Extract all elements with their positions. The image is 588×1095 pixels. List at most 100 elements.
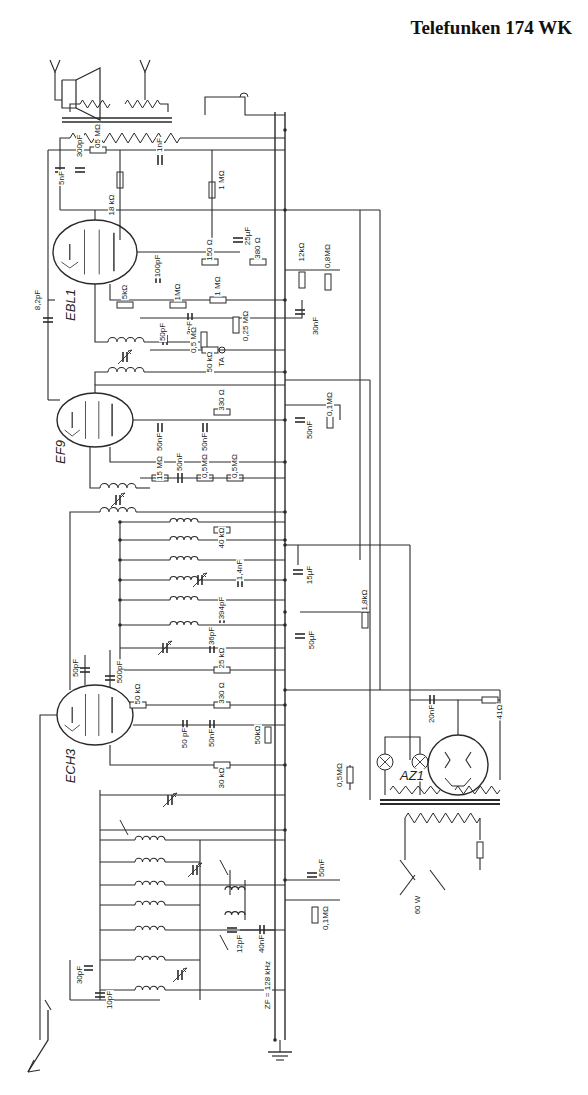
wire (144, 371, 285, 372)
wire (192, 865, 194, 875)
coil-symbol (225, 912, 245, 915)
resistor-symbol (170, 302, 186, 308)
wire (272, 1055, 288, 1056)
coil-symbol (135, 901, 165, 905)
component-value: 1,8kΩ (361, 588, 369, 611)
component-value: 50nF (156, 432, 164, 452)
wire (200, 884, 285, 885)
coil-symbol (135, 881, 165, 885)
wire (285, 300, 302, 318)
tube-name: ECH3 (64, 748, 77, 785)
component-value: 100pF (154, 254, 162, 279)
wire (100, 829, 285, 830)
component-value: 50 kΩ (134, 682, 142, 705)
coil-symbol (135, 926, 165, 930)
component-value: 50kΩ (254, 725, 262, 746)
coil-symbol (100, 484, 136, 489)
wire (167, 795, 169, 805)
wire (455, 786, 500, 794)
tube-name: EF9 (54, 439, 67, 465)
wire (165, 861, 200, 862)
component-value: 15 MΩ (156, 455, 164, 481)
wire (113, 233, 114, 271)
component-value: 41Ω (496, 704, 504, 721)
wire (69, 244, 70, 260)
wire (140, 60, 150, 72)
wire (98, 401, 99, 439)
wire (70, 512, 100, 690)
wire (359, 210, 360, 560)
wire (120, 820, 128, 835)
junction-dot (283, 878, 287, 882)
component-value: 60 W (414, 895, 422, 916)
tube-envelope (57, 393, 133, 447)
junction-dot (283, 578, 287, 582)
wire (61, 262, 78, 268)
wire (205, 97, 285, 115)
component-value: 300pF (76, 134, 84, 159)
component-value: 50nF (176, 452, 184, 472)
wire (28, 1060, 34, 1072)
wire (95, 385, 285, 393)
wire (479, 858, 480, 870)
resistor-symbol (477, 842, 483, 858)
component-value: 0,1MΩ (326, 391, 334, 417)
wire (48, 399, 60, 400)
wire (200, 839, 285, 840)
component-value: 30nF (312, 316, 320, 336)
component-value: 1nF (156, 137, 164, 153)
resistor-symbol (210, 297, 226, 303)
component-value: 8,2pF (34, 289, 42, 311)
junction-dot (283, 763, 287, 767)
wire (94, 210, 95, 220)
wire (404, 818, 405, 860)
page-title: Telefunken 174 WK (410, 18, 572, 37)
component-value: 380 Ω (254, 236, 262, 260)
component-value: 0,1MΩ (322, 905, 330, 931)
wire (55, 167, 65, 169)
component-value: 50nF (306, 420, 314, 440)
wire (295, 309, 305, 311)
wire (84, 230, 85, 275)
wire (307, 872, 317, 874)
wire (90, 447, 100, 488)
wire (198, 539, 285, 540)
wire (379, 210, 380, 690)
component-value: 50nF (201, 432, 209, 452)
wire (300, 611, 370, 612)
tube-name: AZ1 (399, 769, 425, 782)
coil-symbol (170, 577, 198, 581)
wire (144, 72, 145, 100)
wire (198, 521, 285, 522)
junction-dot (283, 543, 287, 547)
tube-envelope (57, 685, 133, 745)
component-value: 25µF (244, 226, 252, 246)
wire (400, 875, 415, 895)
wire (445, 752, 450, 768)
resistor-symbol (201, 332, 207, 348)
wire (95, 284, 108, 342)
wire (177, 970, 179, 980)
wire (183, 968, 187, 972)
wire (28, 1010, 48, 1072)
wire (220, 935, 228, 950)
coil-symbol (170, 557, 198, 561)
wire (410, 737, 420, 754)
wire (137, 251, 240, 252)
wire (120, 559, 170, 560)
wire (384, 770, 385, 795)
component-value: 0,5MΩ (201, 453, 209, 479)
component-value: 20nF (428, 704, 436, 724)
wire (80, 671, 90, 673)
wire (83, 965, 93, 967)
wire (120, 521, 170, 522)
wire (120, 669, 285, 670)
wire (48, 299, 55, 300)
wire (45, 1000, 51, 1010)
component-value: 30pF (76, 965, 84, 985)
coil-symbol (135, 858, 165, 862)
wire (100, 904, 135, 905)
component-value: 50nF (208, 728, 216, 748)
junction-dot (273, 1038, 277, 1042)
wire (110, 284, 285, 300)
